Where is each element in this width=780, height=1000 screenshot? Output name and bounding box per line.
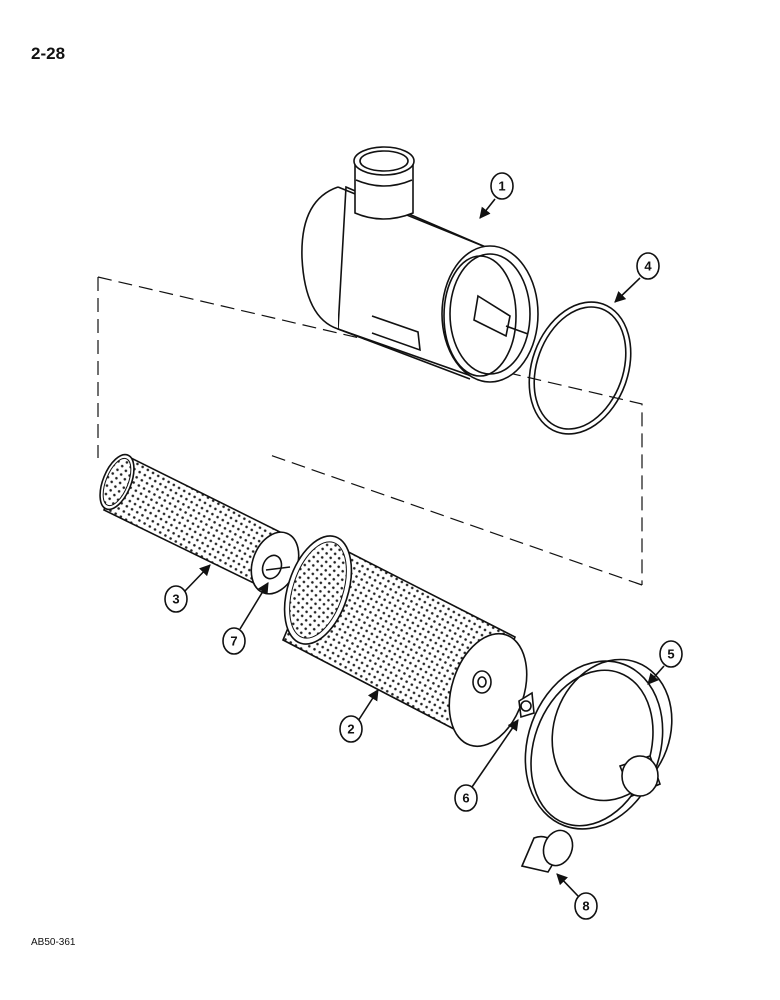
dust-ejector-valve	[520, 829, 574, 873]
air-cleaner-housing	[301, 146, 539, 383]
callout-6: 6	[454, 784, 478, 812]
figure-code: AB50-361	[31, 937, 76, 948]
primary-filter-element	[281, 535, 528, 748]
callout-1: 1	[490, 172, 514, 200]
callout-1-label: 1	[498, 179, 505, 194]
inner-safety-filter-element	[99, 453, 300, 595]
callout-leaders	[183, 198, 665, 897]
callout-5-label: 5	[667, 647, 674, 662]
o-ring-seal	[528, 301, 632, 435]
callout-3: 3	[164, 585, 188, 613]
callout-2-label: 2	[347, 722, 354, 737]
air-cleaner-cover	[524, 658, 673, 830]
callout-8-label: 8	[582, 899, 589, 914]
callout-3-label: 3	[172, 592, 179, 607]
callout-4-label: 4	[644, 259, 652, 274]
callout-5: 5	[659, 640, 683, 668]
callout-4: 4	[636, 252, 660, 280]
assembly-guide-dashed-line	[97, 276, 643, 586]
wing-nut	[518, 691, 535, 719]
page-number: 2-28	[31, 44, 66, 63]
callout-7: 7	[222, 627, 246, 655]
callout-2: 2	[339, 715, 363, 743]
callout-6-label: 6	[462, 791, 469, 806]
callout-7-label: 7	[230, 634, 237, 649]
callout-8: 8	[574, 892, 598, 920]
